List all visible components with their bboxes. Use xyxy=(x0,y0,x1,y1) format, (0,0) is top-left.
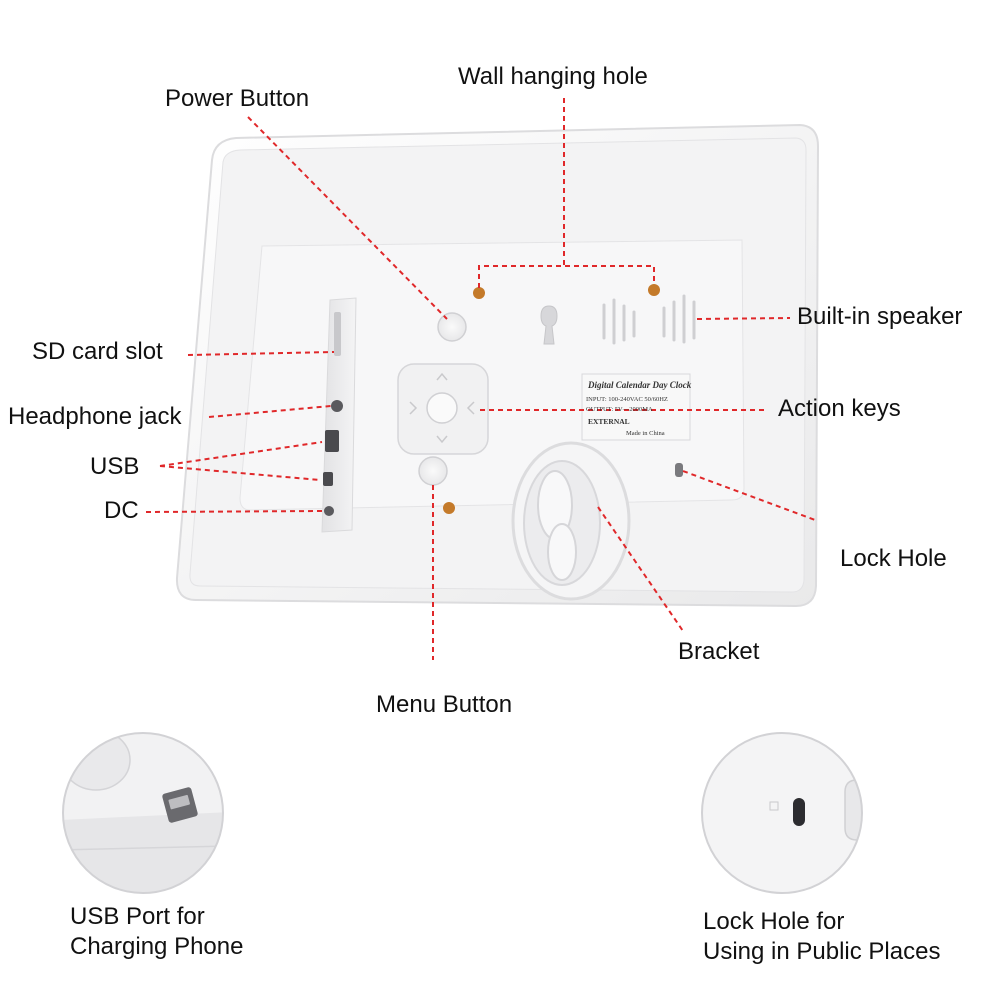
label-lock-hole: Lock Hole xyxy=(840,545,947,572)
action-keys-pad xyxy=(397,363,489,455)
power-button-icon xyxy=(437,312,467,342)
label-action-keys: Action keys xyxy=(778,395,901,422)
label-bracket: Bracket xyxy=(678,638,760,665)
usb-port-inset xyxy=(63,733,223,893)
label-dc: DC xyxy=(104,497,139,524)
lock-hole-inset xyxy=(702,733,862,893)
label-builtin-speaker: Built-in speaker xyxy=(797,303,963,330)
menu-button-icon xyxy=(418,456,448,486)
leader-lines xyxy=(145,98,816,660)
keyhole-icon xyxy=(540,305,558,345)
screw-icon xyxy=(443,284,660,514)
frame-back-panel xyxy=(175,123,820,608)
sticker-external: EXTERNAL xyxy=(588,417,630,426)
sticker-made-in: Made in China xyxy=(626,430,665,437)
product-label-sticker xyxy=(581,373,691,441)
label-wall-hanging-hole: Wall hanging hole xyxy=(458,63,648,90)
label-headphone-jack: Headphone jack xyxy=(8,403,182,430)
dc-jack xyxy=(324,506,334,516)
lock-hole xyxy=(675,463,683,477)
label-sd-card-slot: SD card slot xyxy=(32,338,163,365)
label-usb: USB xyxy=(90,453,140,480)
sticker-input: INPUT: 100-240VAC 50/60HZ xyxy=(586,396,668,403)
sticker-title: Digital Calendar Day Clock xyxy=(587,380,692,390)
caption-lock-hole: Lock Hole for Using in Public Places xyxy=(703,907,940,967)
speaker-grille-icon xyxy=(602,294,696,345)
caption-usb-port-line1: USB Port for xyxy=(70,903,205,930)
bracket-stand xyxy=(511,441,631,601)
sticker-output: OUTPUT: 5V—2000MA xyxy=(586,406,653,413)
label-power-button: Power Button xyxy=(165,85,310,112)
caption-lock-hole-line2: Using in Public Places xyxy=(703,938,941,965)
caption-usb-port-line2: Charging Phone xyxy=(70,933,244,960)
usb-port-small xyxy=(323,472,333,486)
label-menu-button: Menu Button xyxy=(376,691,513,718)
caption-lock-hole-line1: Lock Hole for xyxy=(703,908,845,935)
headphone-jack xyxy=(331,400,343,412)
sd-card-slot xyxy=(334,312,341,356)
usb-port xyxy=(325,430,339,452)
caption-usb-port: USB Port for Charging Phone xyxy=(70,902,243,962)
